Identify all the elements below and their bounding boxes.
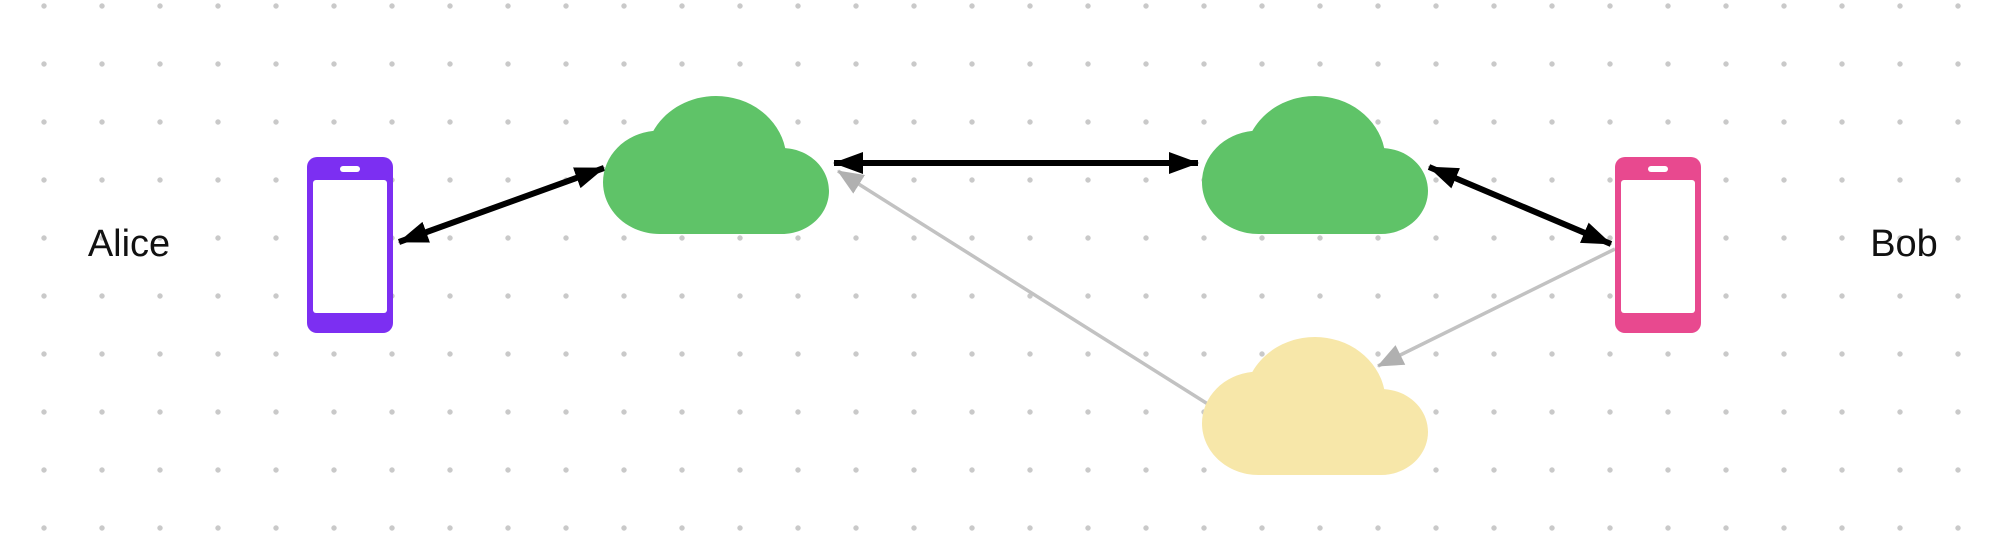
bob-phone-node[interactable] [1615, 157, 1701, 333]
shadow-cloud-node[interactable] [1202, 337, 1428, 475]
relay-cloud-right-node[interactable] [1202, 96, 1428, 234]
cloud-icon [1202, 96, 1428, 234]
phone-speaker-icon [340, 166, 360, 172]
phone-screen [313, 180, 387, 313]
cloud-icon [603, 96, 829, 234]
link-alice-phone-to-left-cloud[interactable] [397, 165, 606, 245]
cloud-icon [1202, 337, 1428, 475]
link-right-cloud-to-bob-phone[interactable] [1427, 164, 1613, 247]
phone-speaker-icon [1648, 166, 1668, 172]
link-bob-phone-to-shadow-cloud[interactable] [1377, 247, 1616, 368]
link-shadow-cloud-to-left-cloud[interactable] [837, 169, 1231, 420]
phone-screen [1621, 180, 1695, 313]
relay-cloud-left-node[interactable] [603, 96, 829, 234]
bob-label[interactable]: Bob [1870, 223, 1938, 265]
alice-label[interactable]: Alice [87, 223, 171, 265]
alice-phone-node[interactable] [307, 157, 393, 333]
